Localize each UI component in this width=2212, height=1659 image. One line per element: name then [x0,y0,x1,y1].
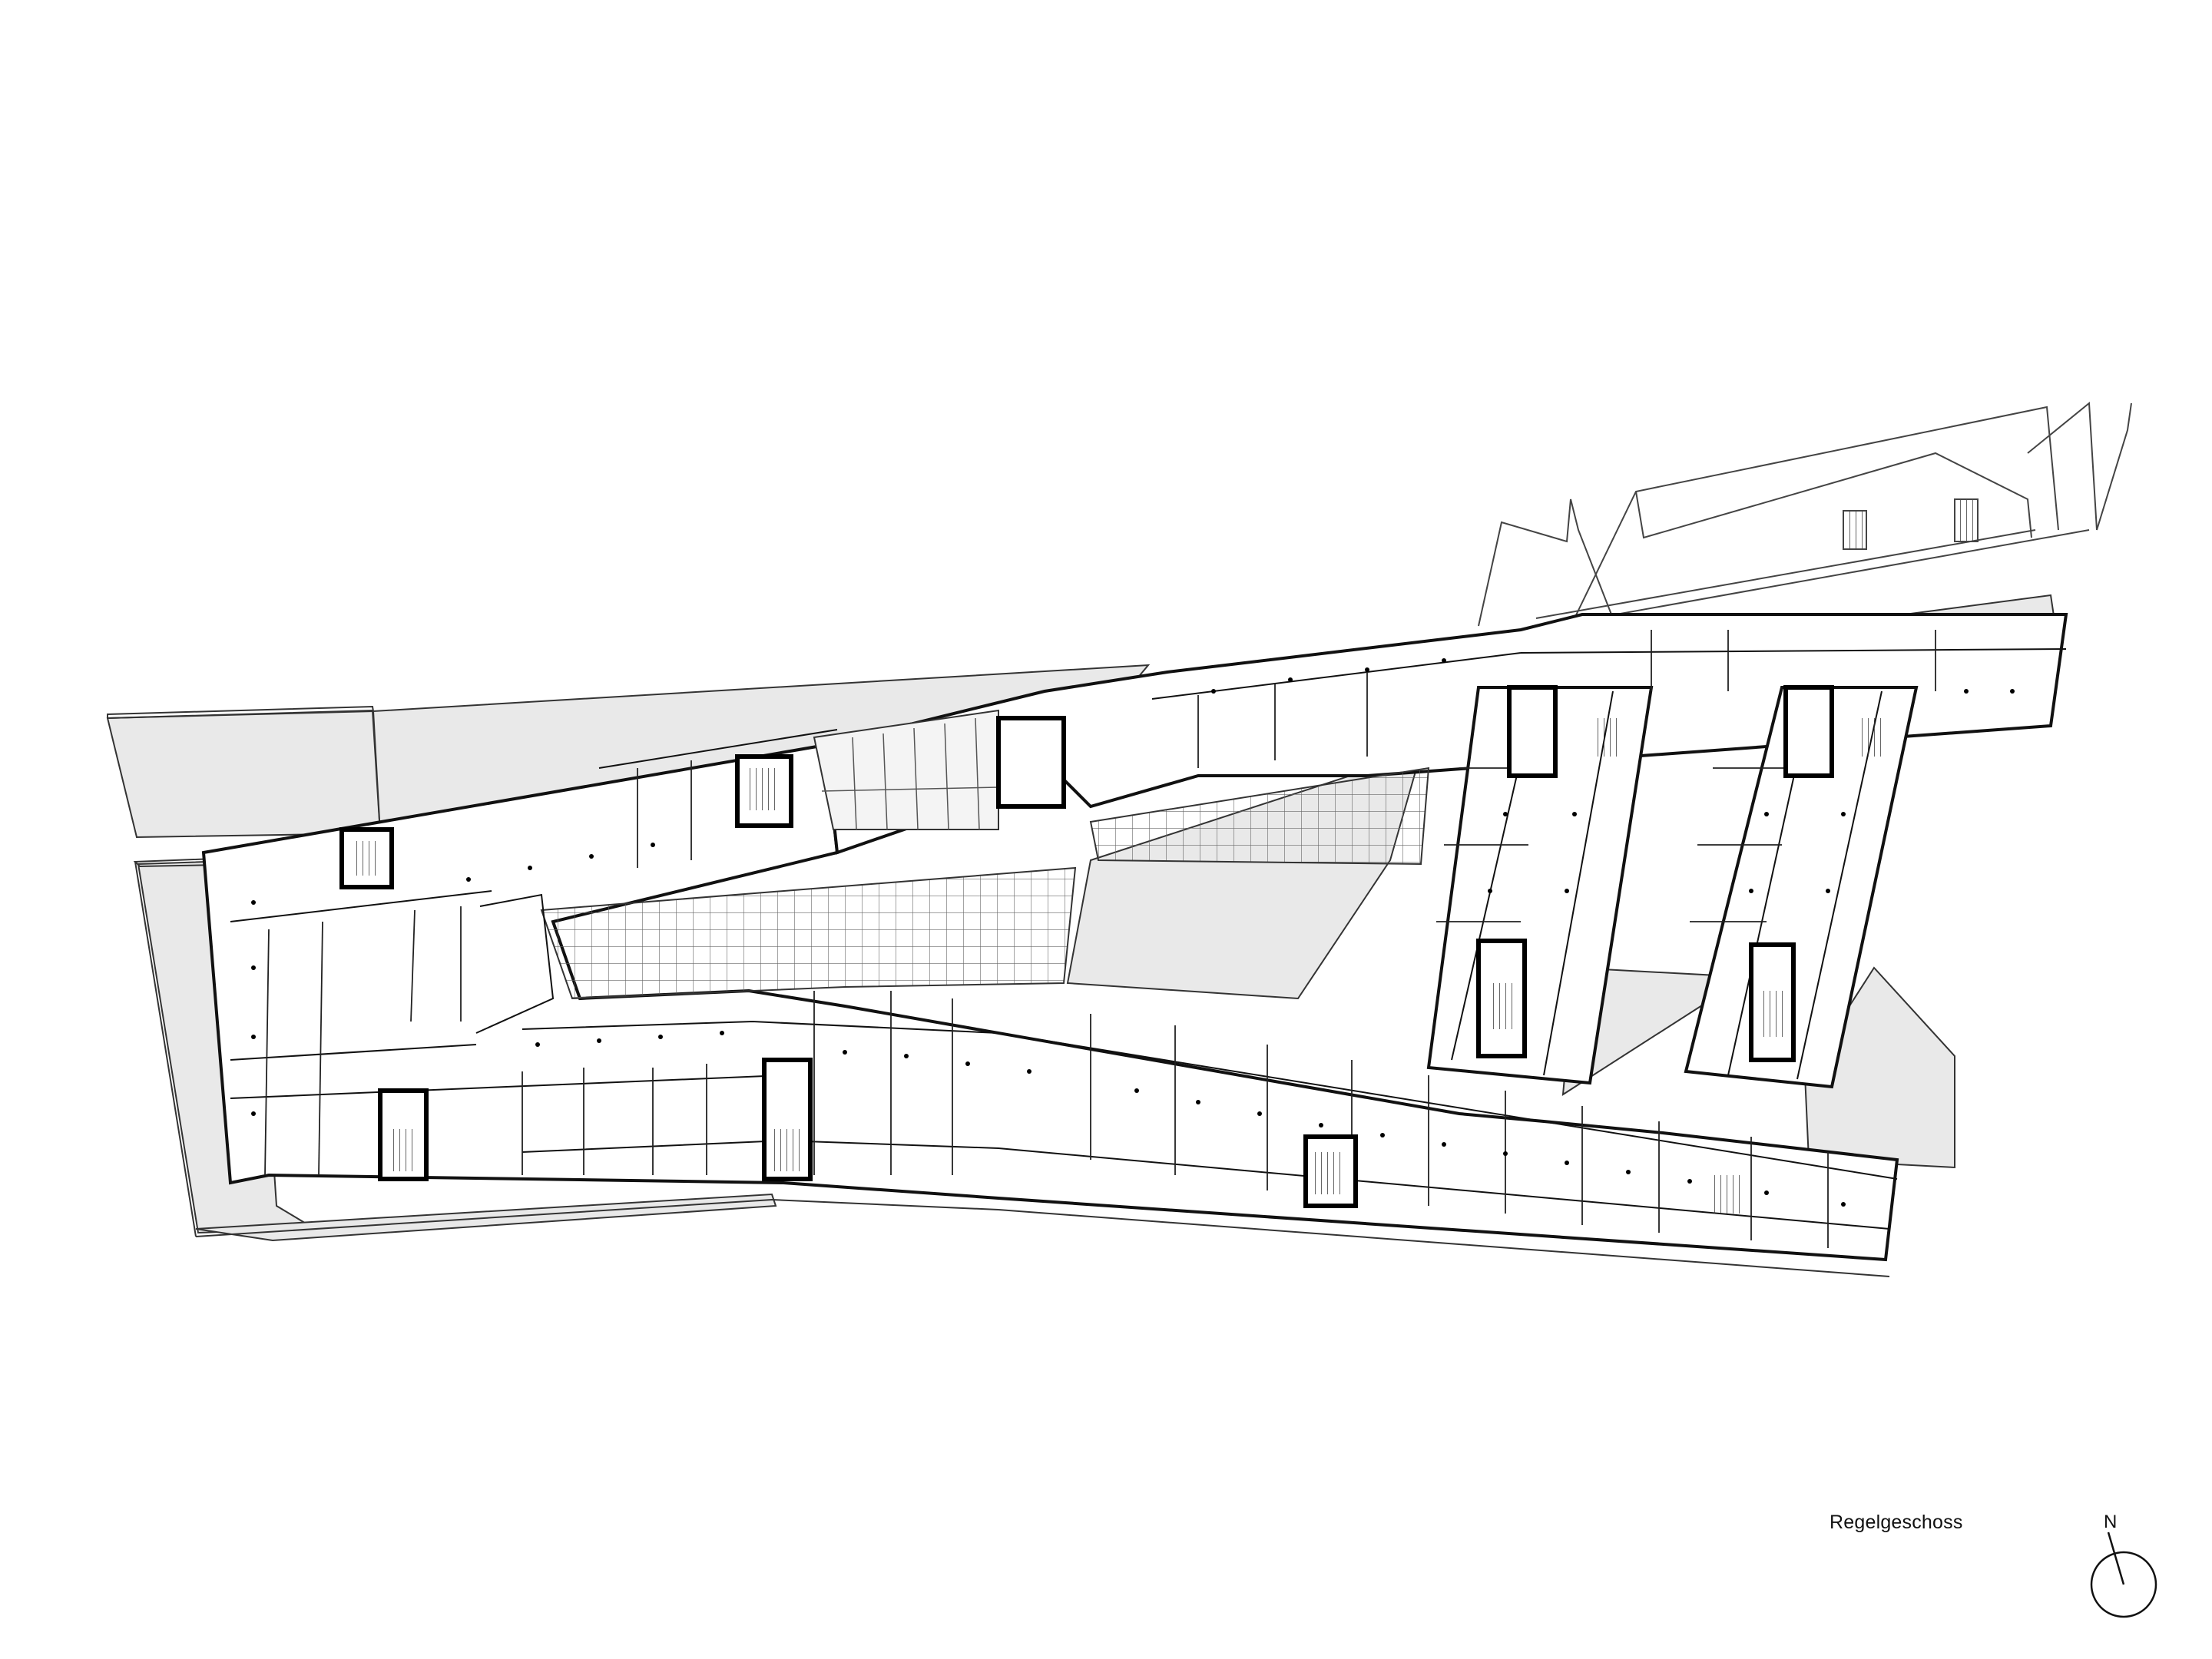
stair-flights [353,718,1885,1214]
plan-title: Regelgeschoss [1830,1512,1963,1533]
north-arrow-icon [2090,1532,2157,1618]
upper-wing-outline [1478,401,2132,627]
north-label: N [2104,1512,2118,1532]
glazed-roof-bays [821,717,999,830]
cores [339,685,1834,1208]
glazed-roof-grids [540,709,1430,1000]
columns [251,658,2015,1207]
room-partitions [264,630,1936,1248]
